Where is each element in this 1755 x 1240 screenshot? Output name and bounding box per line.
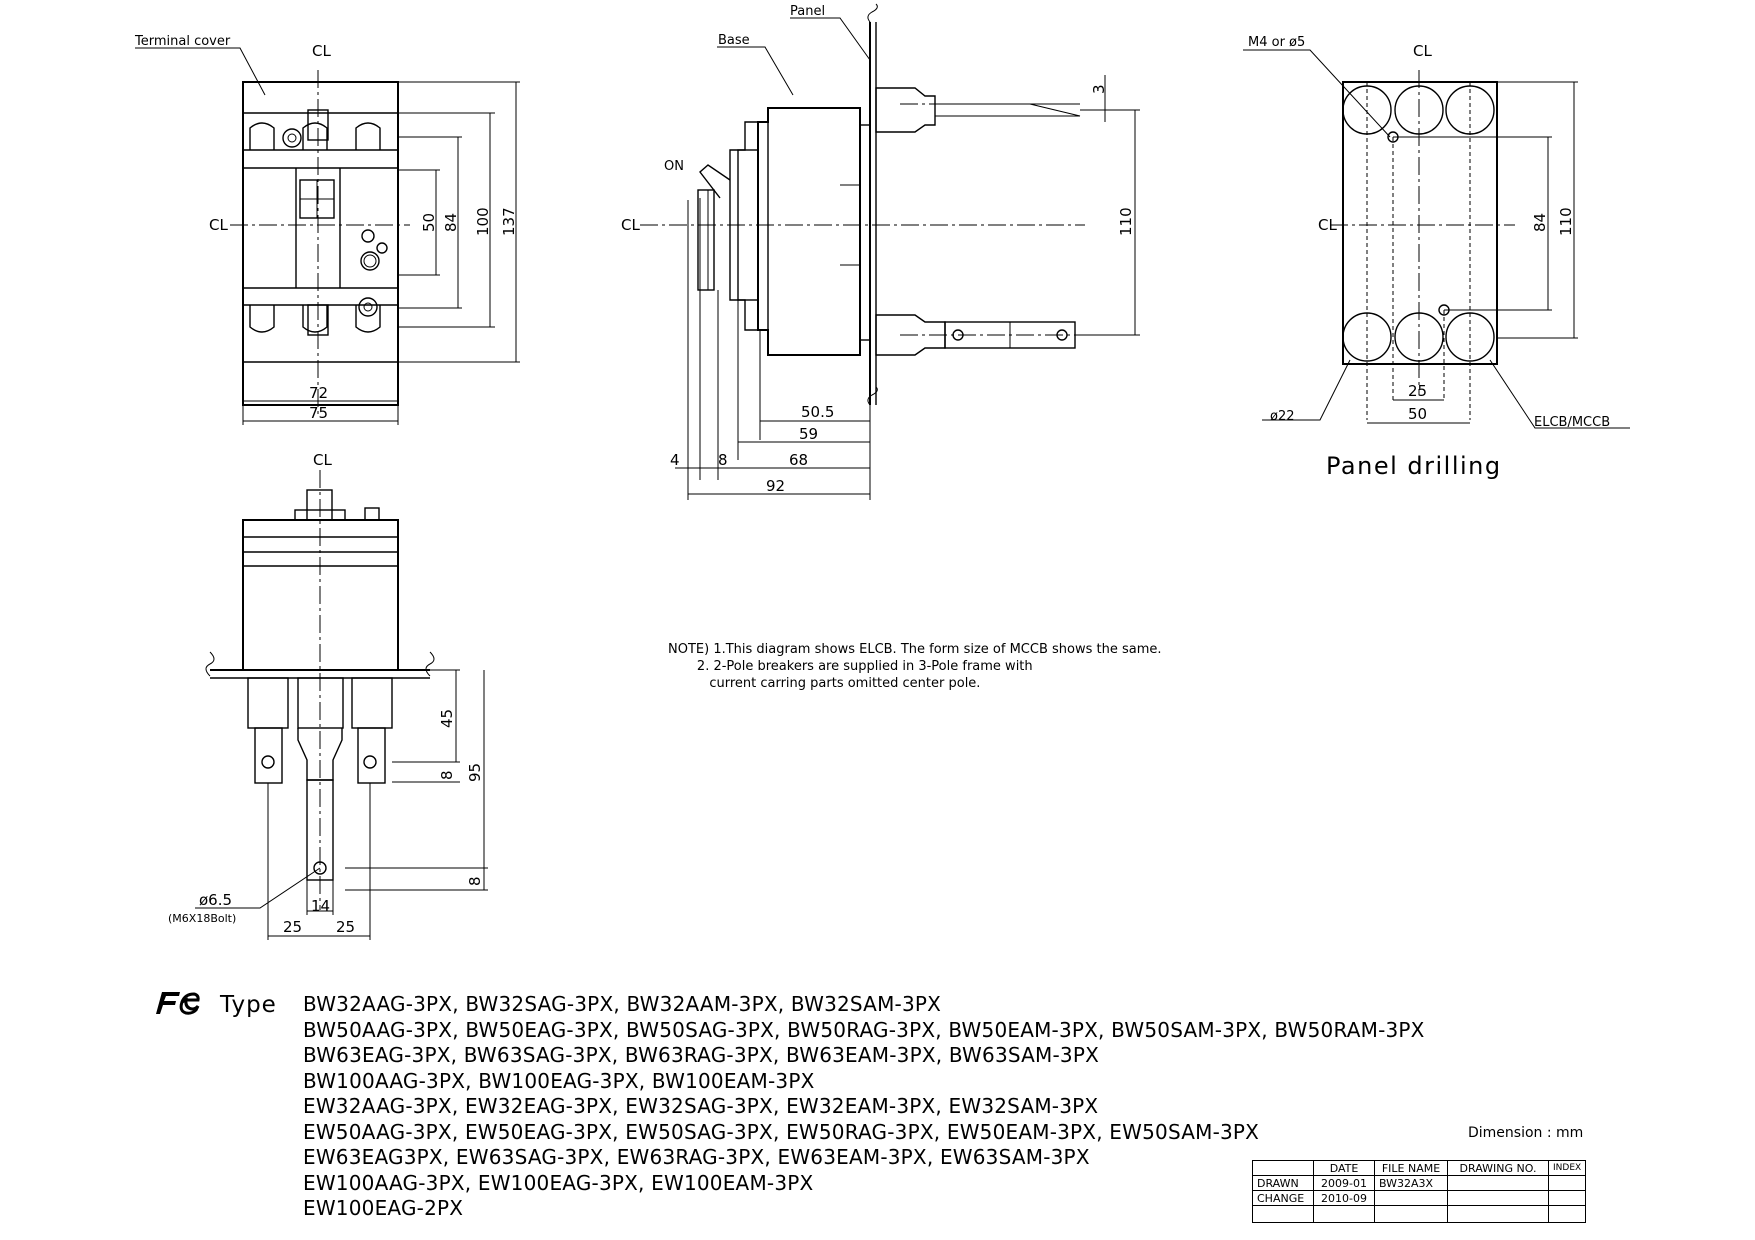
title-block-header: DRAWING NO. bbox=[1447, 1160, 1549, 1176]
cl-drill-left: CL bbox=[1318, 216, 1337, 234]
m4-or-m5-label: M4 or ø5 bbox=[1248, 35, 1305, 50]
note-line-3: current carring parts omitted center pol… bbox=[668, 676, 981, 691]
title-block-header: FILE NAME bbox=[1374, 1160, 1448, 1176]
type-line: BW50AAG-3PX, BW50EAG-3PX, BW50SAG-3PX, B… bbox=[303, 1017, 1425, 1042]
type-line: EW63EAG3PX, EW63SAG-3PX, EW63RAG-3PX, EW… bbox=[303, 1145, 1090, 1169]
on-label: ON bbox=[664, 159, 684, 174]
dim-rear-45: 45 bbox=[438, 709, 456, 728]
title-block-header-row: DATE FILE NAME DRAWING NO. INDEX bbox=[1252, 1160, 1587, 1176]
type-line: BW63EAG-3PX, BW63SAG-3PX, BW63RAG-3PX, B… bbox=[303, 1043, 1099, 1067]
file-name: BW32A3X bbox=[1374, 1175, 1448, 1191]
cl-front-top: CL bbox=[312, 42, 331, 60]
type-label: Type bbox=[220, 992, 277, 1018]
dim-drill-50: 50 bbox=[1408, 405, 1427, 423]
index-cell bbox=[1547, 1175, 1587, 1191]
drawing-no bbox=[1447, 1175, 1549, 1191]
panel-drilling-view bbox=[1243, 49, 1630, 429]
dim-drill-110: 110 bbox=[1557, 207, 1575, 236]
dim-rear-8a: 8 bbox=[438, 770, 456, 780]
empty-cell bbox=[1374, 1205, 1448, 1223]
panel-label: Panel bbox=[790, 4, 825, 19]
dim-side-59: 59 bbox=[799, 425, 818, 443]
dim-rear-25b: 25 bbox=[336, 918, 355, 936]
drawing-no-empty bbox=[1447, 1190, 1549, 1206]
front-outline bbox=[242, 81, 399, 406]
file-name-empty bbox=[1374, 1190, 1448, 1206]
note-line-2: 2. 2-Pole breakers are supplied in 3-Pol… bbox=[668, 659, 1033, 674]
note-line-1: NOTE) 1.This diagram shows ELCB. The for… bbox=[668, 642, 1162, 657]
dim-side-110: 110 bbox=[1117, 207, 1135, 236]
change-label: CHANGE bbox=[1252, 1190, 1314, 1206]
drawn-label: DRAWN bbox=[1252, 1175, 1314, 1191]
dim-side-92: 92 bbox=[766, 477, 785, 495]
dim-rear-8b: 8 bbox=[466, 876, 484, 886]
title-block-header: INDEX bbox=[1547, 1160, 1587, 1176]
dim-front-84: 84 bbox=[442, 213, 460, 232]
dim-rear-14: 14 bbox=[311, 897, 330, 915]
title-block-row-drawn: DRAWN 2009-01 BW32A3X bbox=[1252, 1175, 1587, 1191]
empty-cell bbox=[1252, 1205, 1314, 1223]
title-block-header bbox=[1252, 1160, 1314, 1176]
elcb-mccb-label: ELCB/MCCB bbox=[1534, 415, 1610, 430]
title-block-row-empty bbox=[1252, 1205, 1587, 1223]
type-line: EW100EAG-2PX bbox=[303, 1196, 464, 1220]
drawn-date: 2009-01 bbox=[1313, 1175, 1375, 1191]
change-date: 2010-09 bbox=[1313, 1190, 1375, 1206]
phi22-label: ø22 bbox=[1270, 409, 1295, 424]
front-view bbox=[135, 47, 520, 425]
bolt-label: (M6X18Bolt) bbox=[168, 912, 236, 925]
dim-front-50: 50 bbox=[420, 213, 438, 232]
cl-front-left: CL bbox=[209, 216, 228, 234]
dim-side-4: 4 bbox=[670, 451, 680, 469]
cl-rear-top: CL bbox=[313, 451, 332, 469]
dim-rear-25a: 25 bbox=[283, 918, 302, 936]
dim-side-50-5: 50.5 bbox=[801, 403, 834, 421]
title-block-header: DATE bbox=[1313, 1160, 1375, 1176]
panel-drilling-title: Panel drilling bbox=[1326, 452, 1502, 480]
dim-rear-95: 95 bbox=[466, 763, 484, 782]
dim-side-8: 8 bbox=[718, 451, 728, 469]
type-line: EW100AAG-3PX, EW100EAG-3PX, EW100EAM-3PX bbox=[303, 1170, 814, 1195]
note-block: NOTE) 1.This diagram shows ELCB. The for… bbox=[668, 641, 1162, 692]
type-line: BW32AAG-3PX, BW32SAG-3PX, BW32AAM-3PX, B… bbox=[303, 992, 942, 1016]
type-line: EW32AAG-3PX, EW32EAG-3PX, EW32SAG-3PX, E… bbox=[303, 1094, 1099, 1118]
empty-cell bbox=[1313, 1205, 1375, 1223]
dim-front-137: 137 bbox=[500, 207, 518, 236]
terminal-cover-label: Terminal cover bbox=[134, 34, 231, 49]
fe-logo bbox=[156, 992, 200, 1015]
dim-front-100: 100 bbox=[474, 207, 492, 236]
phi6-5-label: ø6.5 bbox=[199, 891, 232, 909]
empty-cell bbox=[1447, 1205, 1549, 1223]
dim-front-75: 75 bbox=[309, 404, 328, 422]
type-line: BW100AAG-3PX, BW100EAG-3PX, BW100EAM-3PX bbox=[303, 1068, 815, 1093]
title-block: DATE FILE NAME DRAWING NO. INDEX DRAWN 2… bbox=[1252, 1160, 1587, 1223]
rear-view bbox=[195, 470, 488, 940]
empty-cell bbox=[1547, 1205, 1587, 1223]
dim-side-3: 3 bbox=[1090, 84, 1108, 94]
dimension-unit: Dimension : mm bbox=[1468, 1125, 1584, 1141]
dim-side-68: 68 bbox=[789, 451, 808, 469]
type-line: EW50AAG-3PX, EW50EAG-3PX, EW50SAG-3PX, E… bbox=[303, 1119, 1260, 1144]
type-list: BW32AAG-3PX, BW32SAG-3PX, BW32AAM-3PX, B… bbox=[303, 992, 1425, 1222]
dim-front-72: 72 bbox=[309, 384, 328, 402]
cl-drill-top: CL bbox=[1413, 42, 1432, 60]
title-block-row-change: CHANGE 2010-09 bbox=[1252, 1190, 1587, 1206]
dim-drill-84: 84 bbox=[1531, 213, 1549, 232]
dim-drill-25: 25 bbox=[1408, 382, 1427, 400]
base-label: Base bbox=[718, 33, 750, 48]
index-empty bbox=[1547, 1190, 1587, 1206]
side-view bbox=[640, 3, 1140, 500]
cl-side: CL bbox=[621, 216, 640, 234]
